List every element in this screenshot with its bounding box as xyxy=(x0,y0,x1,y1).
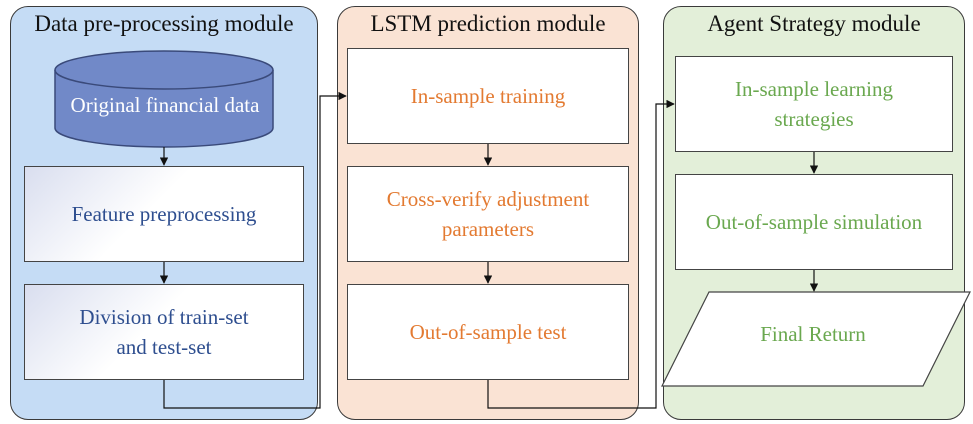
out-of-sample-test-box: Out-of-sample test xyxy=(347,284,629,380)
in-sample-learning-label-2: strategies xyxy=(774,107,854,131)
connector-lstm-to-agent xyxy=(487,99,675,409)
out-of-sample-simulation-label: Out-of-sample simulation xyxy=(705,209,923,234)
in-sample-training-label: In-sample training xyxy=(410,83,566,108)
in-sample-learning-label-1: In-sample learning xyxy=(734,76,894,101)
cross-verify-box: Cross-verify adjustment parameters xyxy=(347,166,629,262)
feature-preprocessing-box: Feature preprocessing xyxy=(24,166,304,262)
original-financial-data-label: Original financial data xyxy=(70,93,260,117)
database-cylinder xyxy=(54,50,274,148)
in-sample-learning-box: In-sample learning strategies xyxy=(675,56,953,152)
cross-verify-label-2: parameters xyxy=(441,217,535,241)
out-of-sample-test-label: Out-of-sample test xyxy=(409,319,567,344)
connector-data-to-lstm xyxy=(163,91,347,409)
cross-verify-label-1: Cross-verify adjustment xyxy=(386,186,590,211)
train-test-division-label-1: Division of train-set xyxy=(79,304,249,329)
in-sample-training-box: In-sample training xyxy=(347,48,629,144)
lstm-prediction-title: LSTM prediction module xyxy=(370,11,606,36)
train-test-division-label-2: and test-set xyxy=(116,335,212,359)
feature-preprocessing-label: Feature preprocessing xyxy=(71,201,257,226)
final-return-label: Final Return xyxy=(760,322,866,346)
train-test-division-box: Division of train-set and test-set xyxy=(24,284,304,380)
agent-strategy-title: Agent Strategy module xyxy=(707,11,921,36)
out-of-sample-simulation-box: Out-of-sample simulation xyxy=(675,174,953,270)
data-preprocessing-title: Data pre-processing module xyxy=(34,11,294,36)
final-return-parallelogram xyxy=(661,291,971,387)
